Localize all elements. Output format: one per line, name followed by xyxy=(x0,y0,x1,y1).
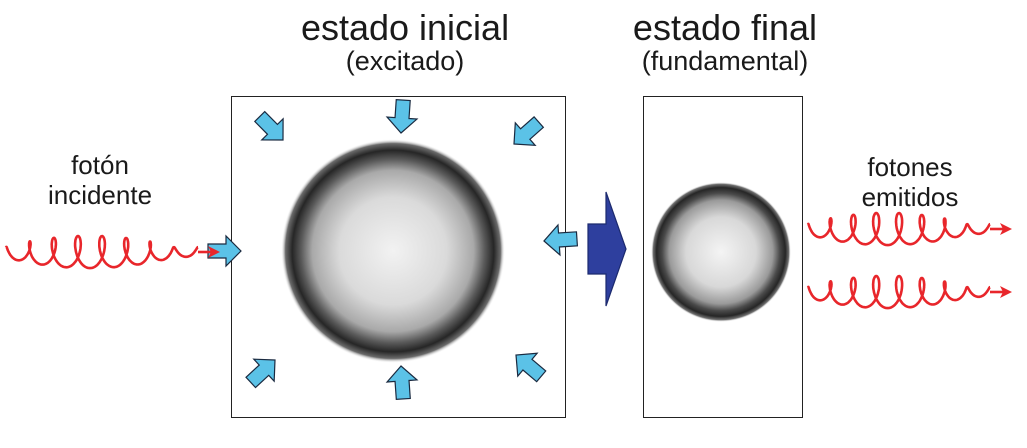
photon-coil xyxy=(4,234,200,270)
emitted-photons-label: fotones emitidos xyxy=(830,152,990,212)
incident-photon-line2: incidente xyxy=(47,180,153,210)
photon-arrowhead xyxy=(1000,223,1012,235)
emitted-photons-line2: emitidos xyxy=(861,182,959,212)
photon-arrowhead xyxy=(1000,286,1012,298)
compression-arrows xyxy=(207,98,579,401)
incident-photon-label: fotón incidente xyxy=(20,150,180,210)
compression-arrow-icon xyxy=(253,110,284,141)
incident-photon-line1: fotón xyxy=(71,150,129,180)
final-state-subtitle: (fundamental) xyxy=(641,46,809,76)
photon-arrowhead xyxy=(208,246,220,258)
photon-coil xyxy=(806,274,992,310)
incident-photon-wave-icon xyxy=(4,234,220,270)
ground-sphere xyxy=(651,182,791,322)
initial-state-title: estado inicial xyxy=(300,7,510,48)
photon-coil xyxy=(806,211,992,247)
compression-arrow-icon xyxy=(245,358,276,389)
compression-arrow-icon xyxy=(543,223,579,257)
initial-state-subtitle: (excitado) xyxy=(345,46,465,76)
compression-arrow-icon xyxy=(513,116,545,146)
transition-arrow-icon xyxy=(587,191,627,307)
compression-arrow-icon xyxy=(385,98,419,134)
emitted-photons-line1: fotones xyxy=(867,152,953,182)
compression-arrow-icon xyxy=(385,365,419,401)
compression-arrow-icon xyxy=(515,352,547,383)
final-state-title: estado final xyxy=(632,7,818,48)
emitted-photon-wave-icon xyxy=(806,274,1012,310)
emitted-photon-wave-icon xyxy=(806,211,1012,247)
excited-sphere xyxy=(281,139,505,363)
